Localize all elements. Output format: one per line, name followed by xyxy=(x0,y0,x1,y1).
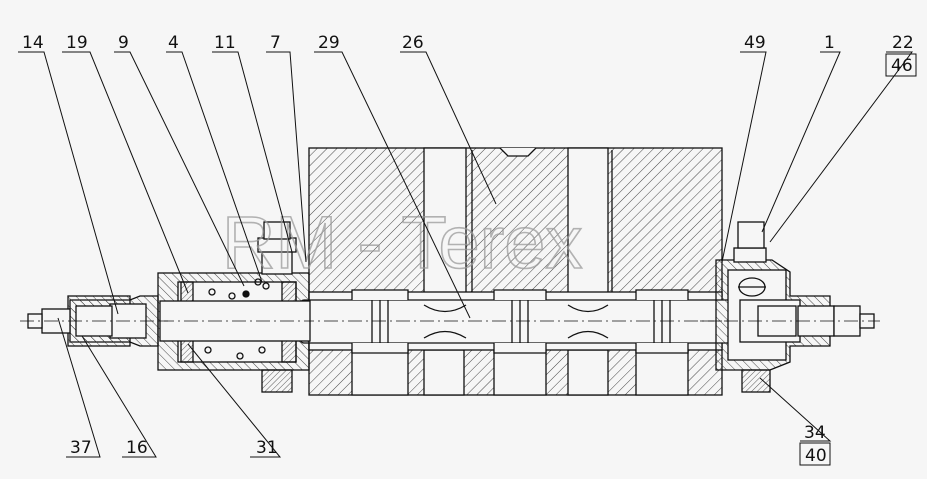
callout-31: 31 xyxy=(256,438,278,458)
callout-7: 7 xyxy=(270,33,281,53)
leader-lines xyxy=(18,51,917,466)
callout-40: 40 xyxy=(805,446,827,466)
callout-49: 49 xyxy=(744,33,766,53)
callout-4: 4 xyxy=(168,33,179,53)
callout-9: 9 xyxy=(118,33,129,53)
callout-34: 34 xyxy=(804,423,826,443)
left-end-fitting xyxy=(20,295,168,347)
callout-26: 26 xyxy=(402,33,424,53)
callout-19: 19 xyxy=(66,33,88,53)
callout-16: 16 xyxy=(126,438,148,458)
callout-46: 46 xyxy=(891,56,913,76)
callout-labels: 14 19 9 4 11 7 29 26 49 1 22 46 37 16 31… xyxy=(22,33,914,466)
callout-29: 29 xyxy=(318,33,340,53)
valve-spool xyxy=(299,289,741,354)
callout-37: 37 xyxy=(70,438,92,458)
callout-22: 22 xyxy=(892,33,914,53)
callout-11: 11 xyxy=(214,33,236,53)
right-cap-housing xyxy=(700,221,880,393)
watermark-text: RM - Terex xyxy=(222,201,582,284)
left-spring-housing xyxy=(157,221,311,393)
callout-1: 1 xyxy=(824,33,835,53)
callout-14: 14 xyxy=(22,33,44,53)
